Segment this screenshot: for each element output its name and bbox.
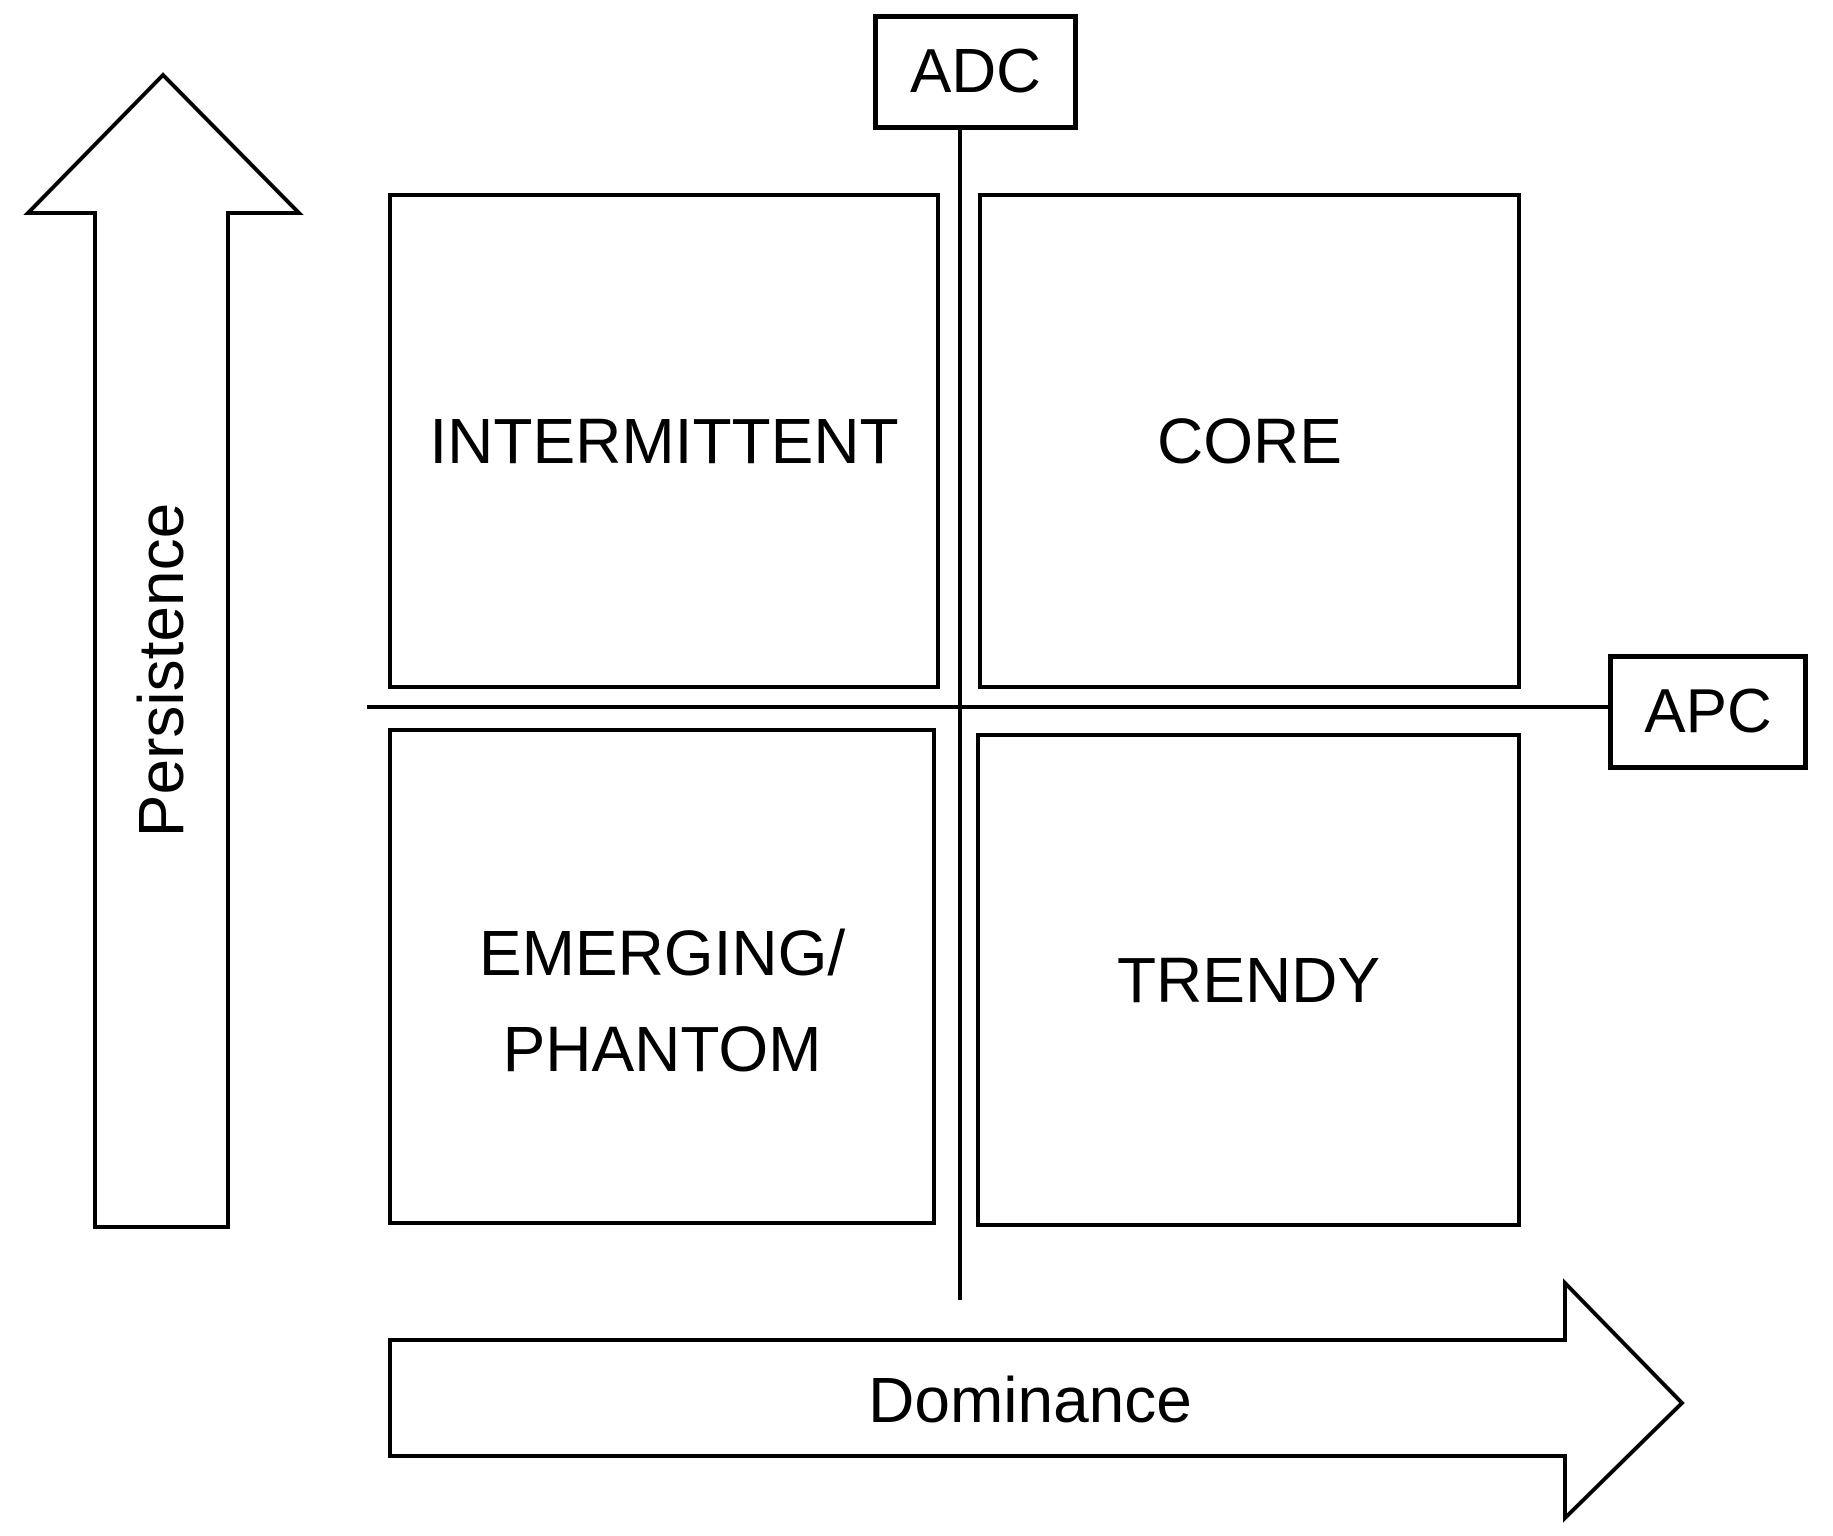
right-arrow-icon xyxy=(388,1278,1685,1523)
quadrant-intermittent-label: INTERMITTENT xyxy=(429,405,899,477)
quadrant-core-label: CORE xyxy=(1157,405,1342,477)
up-arrow-icon xyxy=(23,72,304,1229)
x-axis-label: Dominance xyxy=(868,1364,1192,1436)
quadrant-core: CORE xyxy=(978,193,1521,689)
apc-tag-label: APC xyxy=(1644,677,1772,746)
quadrant-intermittent: INTERMITTENT xyxy=(388,193,940,689)
quadrant-trendy: TRENDY xyxy=(976,733,1521,1227)
quadrant-emerging-phantom-label: EMERGING/ PHANTOM xyxy=(478,916,846,1085)
apc-tag-box: APC xyxy=(1608,654,1808,770)
y-axis-label: Persistence xyxy=(125,502,197,838)
quadrant-emerging-phantom: EMERGING/ PHANTOM xyxy=(388,728,936,1225)
apc-axis-line xyxy=(367,705,1608,709)
adc-tag-box: ADC xyxy=(873,14,1078,130)
quadrant-trendy-label: TRENDY xyxy=(1116,944,1381,1016)
adc-axis-line xyxy=(958,130,962,1300)
adc-tag-label: ADC xyxy=(910,37,1041,106)
